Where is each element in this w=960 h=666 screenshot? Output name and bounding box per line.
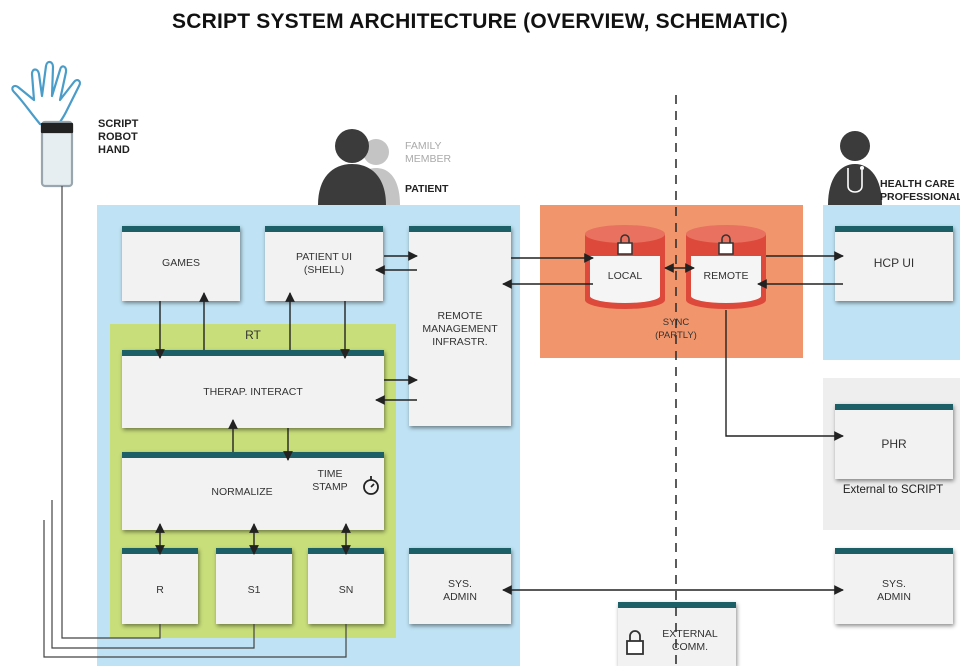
normalize-box[interactable] <box>122 452 384 530</box>
local-label: LOCAL <box>607 270 643 282</box>
sys-admin-left-box[interactable] <box>409 548 511 624</box>
timestamp-label: TIME STAMP <box>312 468 348 493</box>
rt-label: RT <box>245 328 261 342</box>
remote-db-cylinder <box>686 225 766 309</box>
flow-arrows <box>155 251 844 595</box>
normalize-label: NORMALIZE <box>211 486 273 498</box>
sensor-wires <box>43 186 347 658</box>
r-label: R <box>156 584 164 596</box>
sys-admin-right-box[interactable] <box>835 548 953 624</box>
remote-management-box[interactable] <box>409 226 511 426</box>
external-comm-box[interactable] <box>618 602 736 666</box>
s1-label: S1 <box>247 584 261 596</box>
external-comm-label: EXTERNAL COMM. <box>662 628 718 653</box>
phr-box[interactable] <box>835 404 953 479</box>
hcp-label: HEALTH CARE PROFESSIONAL <box>880 178 960 203</box>
remote-label: REMOTE <box>703 270 749 282</box>
diagram-title: SCRIPT SYSTEM ARCHITECTURE (OVERVIEW, SC… <box>172 10 788 33</box>
phr-label: PHR <box>881 437 907 451</box>
games-label: GAMES <box>162 257 200 269</box>
patient-icon <box>318 129 386 205</box>
patient-label: PATIENT <box>405 183 449 195</box>
remote-management-label: REMOTE MANAGEMENT INFRASTR. <box>422 310 498 348</box>
local-db-cylinder <box>585 225 665 309</box>
robot-hand-icon <box>11 60 82 188</box>
stopwatch-icon <box>363 476 379 495</box>
sync-label: SYNC (PARTLY) <box>655 317 697 341</box>
sys-admin-right-label: SYS. ADMIN <box>877 578 911 603</box>
hcp-ui-label: HCP UI <box>873 256 915 270</box>
patient-ui-box[interactable] <box>265 226 383 301</box>
health-care-professional-icon <box>828 131 882 205</box>
hcp-ui-box[interactable] <box>835 226 953 301</box>
patient-ui-label: PATIENT UI (SHELL) <box>295 251 352 276</box>
sys-admin-left-label: SYS. ADMIN <box>443 578 477 603</box>
family-member-label: FAMILY MEMBER <box>405 140 452 165</box>
therap-interact-box[interactable] <box>122 350 384 428</box>
sn-label: SN <box>338 584 354 596</box>
therap-interact-label: THERAP. INTERACT <box>203 386 303 398</box>
external-note-label: External to SCRIPT <box>842 484 944 496</box>
lock-icon <box>617 234 734 655</box>
games-box[interactable] <box>122 226 240 301</box>
robot-hand-label: SCRIPT ROBOT HAND <box>98 118 139 156</box>
